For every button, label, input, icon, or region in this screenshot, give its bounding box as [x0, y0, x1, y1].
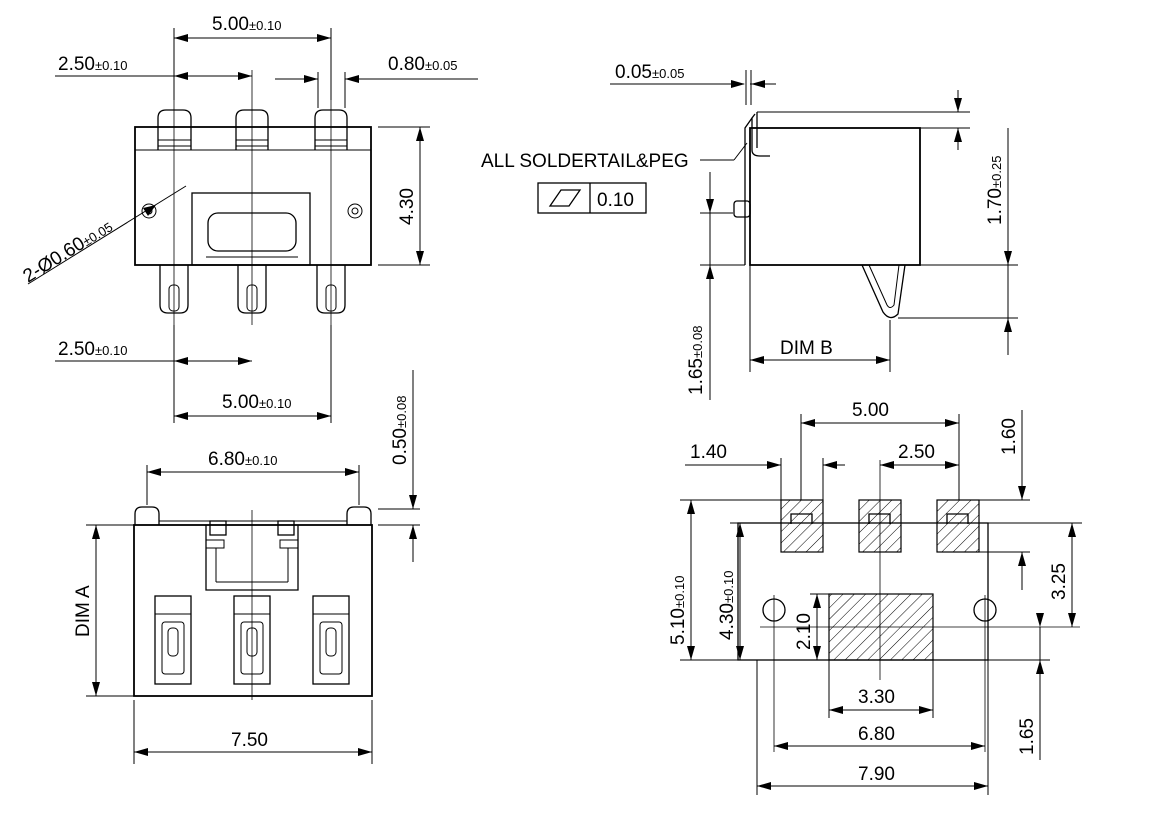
side-soldertail	[744, 117, 753, 265]
dim-peg-hole: 2-Ø0.60±0.05	[20, 216, 117, 287]
peg-hole-left	[141, 203, 157, 219]
flatness-value: 0.10	[597, 190, 634, 211]
dim-a-label: DIM A	[73, 585, 94, 637]
front-peg-right	[346, 506, 372, 525]
dim-side-height: 1.70±0.25	[985, 156, 1006, 225]
dim-top-pitch-total: 5.00±0.10	[212, 14, 281, 35]
side-actuator	[861, 264, 906, 319]
top-upper-pins	[135, 109, 371, 151]
dim-center-pad-width: 3.30	[858, 687, 895, 708]
soldertail-note: ALL SOLDERTAIL&PEG 0.10	[481, 142, 748, 214]
dim-front-pitch: 6.80±0.10	[208, 449, 277, 470]
dim-hole-pitch: 6.80	[858, 724, 895, 745]
dim-pad-pitch-total: 5.00	[852, 400, 889, 421]
pcb-layout: 5.00 1.40 2.50 1.60 5.10±0.10 4.30±0.10	[668, 400, 1082, 795]
dim-pad-height: 1.60	[999, 418, 1020, 455]
dim-front-standoff: 0.50±0.08	[390, 396, 411, 465]
dim-front-width: 7.50	[231, 730, 268, 751]
dim-total-width: 7.90	[858, 764, 895, 785]
dim-bottom-pitch-half: 2.50±0.10	[58, 339, 127, 360]
dim-bottom-pitch-total: 5.00±0.10	[222, 392, 291, 413]
front-peg-left	[134, 506, 160, 525]
dim-body-height: 4.30	[397, 188, 418, 225]
flatness-frame	[537, 182, 647, 214]
top-center-window	[191, 192, 311, 266]
dim-pcb-total-height: 5.10±0.10	[668, 576, 689, 645]
side-view: 0.05±0.05 1.70±0.25 1.65±0.08 DIM B	[610, 62, 1018, 400]
dim-pad-pitch-half: 2.50	[898, 442, 935, 463]
dim-pcb-body-height: 4.30±0.10	[717, 571, 738, 640]
side-peg	[733, 200, 751, 218]
flatness-icon	[548, 189, 582, 207]
dim-side-tail: 1.65±0.08	[686, 326, 707, 395]
front-view: 6.80±0.10 0.50±0.08 DIM A 7.50	[73, 370, 420, 764]
dim-top-pitch-half: 2.50±0.10	[58, 54, 127, 75]
dim-center-pad-height: 2.10	[794, 613, 815, 650]
side-body-outline	[749, 127, 921, 266]
dim-b-label: DIM B	[780, 338, 833, 359]
top-view: 5.00±0.10 2.50±0.10 0.80±0.05 4.30 2-Ø0.…	[20, 14, 478, 423]
dim-pcb-offset: 3.25	[1049, 563, 1070, 600]
top-lower-pins	[159, 265, 346, 314]
front-body-outline	[133, 524, 373, 697]
peg-hole-right	[347, 203, 363, 219]
dim-bottom-offset: 1.65	[1017, 718, 1038, 755]
dim-pad-width: 1.40	[690, 442, 727, 463]
soldertail-note-text: ALL SOLDERTAIL&PEG	[481, 151, 689, 172]
dim-pin-width: 0.80±0.05	[388, 54, 457, 75]
dim-side-offset: 0.05±0.05	[615, 62, 684, 83]
